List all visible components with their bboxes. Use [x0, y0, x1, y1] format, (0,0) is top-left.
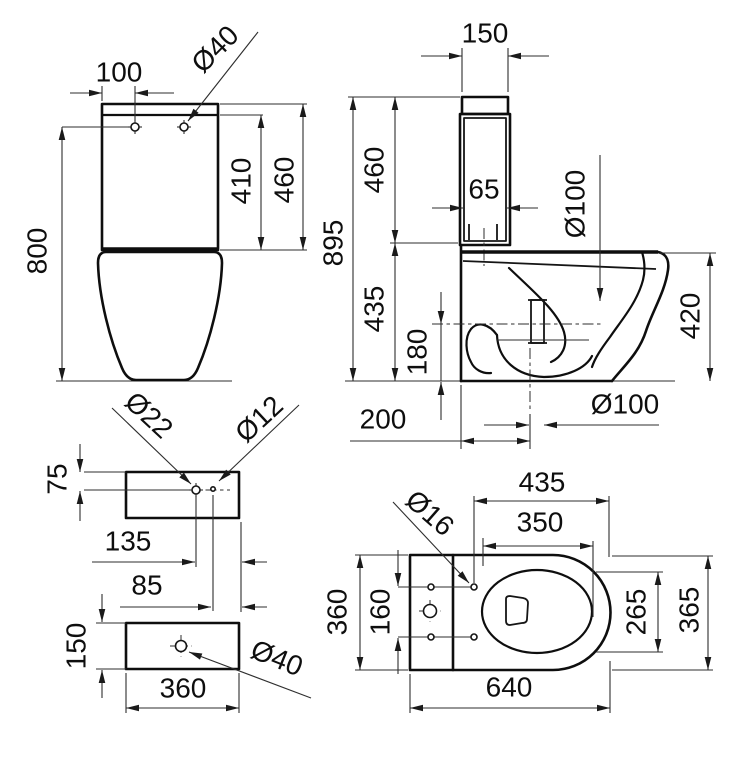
side-view: 150 460 435 895 65 Ø100 180 420 200 Ø100 — [318, 18, 716, 449]
outlet-spigot — [530, 299, 545, 344]
leader-dia22 — [111, 407, 192, 485]
dim-360-cistern: 360 — [160, 673, 207, 704]
inlet-hole-22 — [191, 485, 201, 495]
dim-265: 265 — [621, 589, 652, 636]
dim-dia16: Ø16 — [400, 484, 460, 542]
dim-360-plan: 360 — [322, 589, 353, 636]
leader-dia40-bottom — [188, 651, 312, 699]
lid-fixing-hole-left — [130, 122, 140, 132]
cistern-front-view: 150 360 Ø40 — [61, 594, 312, 713]
sump-curve — [495, 333, 594, 379]
dim-150-cistern: 150 — [61, 623, 92, 670]
dim-dia40: Ø40 — [185, 19, 244, 78]
dim-410: 410 — [226, 158, 257, 205]
tank-outline — [458, 112, 512, 247]
seat-fixing-hole — [427, 583, 435, 591]
flush-outlet — [505, 595, 529, 626]
cistern-outline — [100, 102, 220, 252]
pan-front-profile — [610, 250, 670, 383]
dim-640: 640 — [486, 672, 533, 703]
bowl-opening — [480, 568, 594, 655]
pan-front-inner — [590, 250, 646, 369]
deck-underside — [462, 260, 657, 270]
cistern-front-outline — [124, 621, 241, 671]
leader-dia16 — [392, 501, 470, 584]
overflow-hole-12 — [210, 485, 217, 492]
dim-460-front: 460 — [269, 157, 300, 204]
leader-dia40 — [187, 31, 259, 122]
dim-dia100-inlet: Ø100 — [560, 170, 591, 239]
cistern-top-view: 75 Ø22 Ø12 135 85 — [42, 386, 300, 612]
dim-dia12: Ø12 — [229, 390, 289, 449]
pedestal-outline — [96, 250, 224, 382]
dim-dia100-outlet: Ø100 — [591, 389, 660, 420]
dim-160: 160 — [365, 589, 396, 636]
tank-lid — [460, 95, 510, 116]
dim-460-side: 460 — [359, 147, 390, 194]
dim-150-side: 150 — [462, 18, 509, 49]
seat-fixing-hole — [470, 633, 478, 641]
front-view: 100 Ø40 410 460 800 — [22, 19, 307, 382]
dim-435-side: 435 — [359, 286, 390, 333]
dim-135: 135 — [105, 526, 152, 557]
seat-fixing-hole — [470, 583, 478, 591]
dim-435-plan: 435 — [519, 467, 566, 498]
dim-200: 200 — [360, 404, 407, 435]
leader-dia12 — [218, 404, 300, 482]
dim-180: 180 — [402, 329, 433, 376]
dim-895: 895 — [318, 220, 349, 267]
dim-100: 100 — [96, 57, 143, 88]
dim-85: 85 — [131, 570, 162, 601]
cistern-top-outline — [124, 470, 241, 520]
tank-inner-wall — [463, 117, 507, 242]
seat-fixing-hole — [427, 633, 435, 641]
dim-dia40-bottom: Ø40 — [247, 634, 308, 683]
plan-view: 435 350 Ø16 360 160 265 365 640 — [322, 467, 713, 713]
flush-hole-40 — [174, 639, 188, 653]
dim-800: 800 — [22, 228, 53, 275]
bowl-inner-curve — [507, 266, 567, 364]
dim-420: 420 — [675, 293, 706, 340]
trap-curve — [465, 323, 499, 375]
dim-350: 350 — [517, 507, 564, 538]
lid-fixing-hole-right — [179, 122, 189, 132]
dim-dia22: Ø22 — [119, 386, 179, 445]
dim-75: 75 — [42, 463, 73, 494]
dim-365: 365 — [674, 587, 705, 634]
dim-65: 65 — [468, 174, 499, 205]
pan-plan-outline — [408, 553, 612, 672]
inlet-hole-plan — [422, 603, 438, 619]
